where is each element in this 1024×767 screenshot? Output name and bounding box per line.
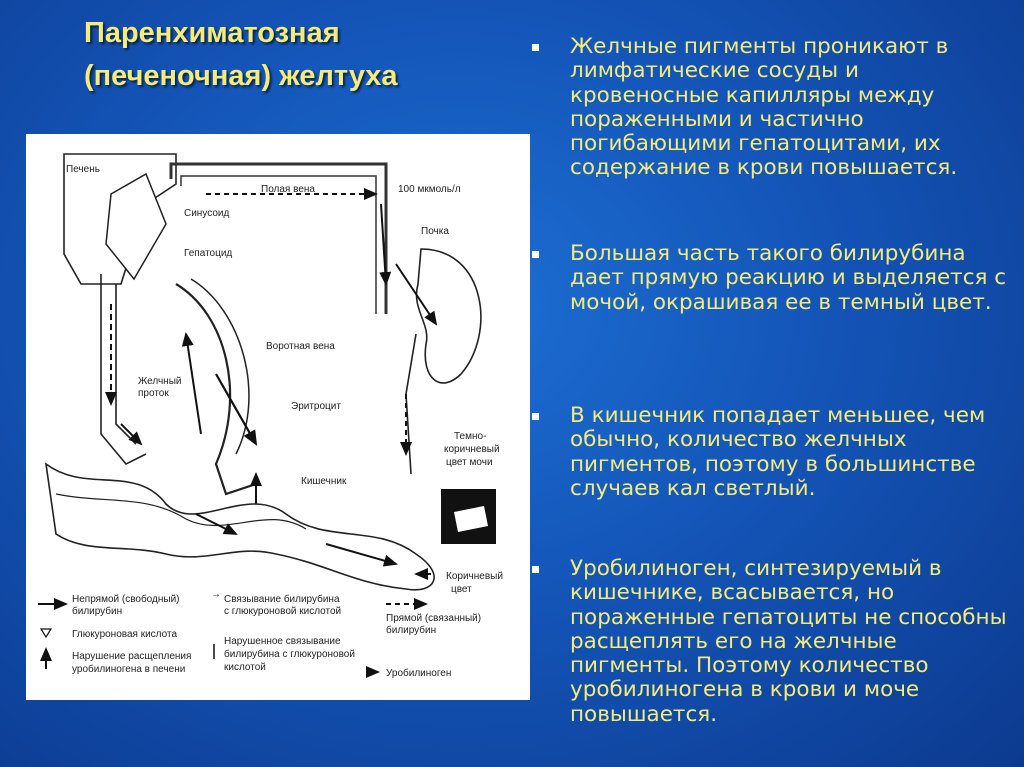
legend-indirect-2: билирубин [72,605,122,617]
bullet-marker [532,44,539,51]
bullet-text: В кишечник попадает меньшее, чем обычно,… [570,404,1010,501]
legend-binding-1: Связывание билирубина [224,593,340,605]
legend-direct-2: билирубин [386,624,436,636]
label-dark-urine-1: Темно- [454,431,486,442]
bile-duct [101,274,146,464]
bullet-item: Желчные пигменты проникают в лимфатическ… [530,35,1010,181]
diagram-svg: Печень Синусоид Гепатоцид Полая вена 100… [26,134,530,700]
bullet-marker [532,566,539,573]
legend-impaired-binding-3: кислотой [224,662,266,673]
legend-glucuronic: Глюкуроновая кислота [72,629,177,640]
bullet-marker [532,251,539,258]
legend: Непрямой (свободный) билирубин Глюкуроно… [38,589,481,679]
legend-indirect-1: Непрямой (свободный) [72,593,180,605]
bullet-item: Уробилиноген, синтезируемый в кишечнике,… [530,557,1010,727]
kidney-shape [416,249,480,383]
bullet-text: Большая часть такого билирубина дает пря… [570,242,1010,315]
legend-impaired-2: уробилиногена в печени [72,663,185,675]
label-brown-1: Коричневый [446,571,503,582]
label-dark-urine-2: коричневый [444,444,500,455]
bullet-item: Большая часть такого билирубина дает пря… [530,242,1010,315]
portal-vein [176,284,256,494]
legend-impaired-1: Нарушение расщепления [72,651,191,662]
label-hepatocyte: Гепатоцид [184,248,232,259]
label-portal-vein: Воротная вена [266,341,335,352]
legend-binding-2: с глюкуроновой кислотой [224,606,341,617]
svg-text:→: → [211,589,221,600]
legend-direct-1: Прямой (связанный) [386,613,481,624]
slide-title: Паренхиматозная (печеночная) желтуха [84,12,504,98]
bullet-marker [532,413,539,420]
label-sinusoid: Синусоид [184,208,229,219]
label-liver: Печень [66,164,100,175]
label-concentration: 100 мкмоль/л [398,184,461,195]
label-kidney: Почка [421,226,449,237]
title-line-2: (печеночная) желтуха [84,55,504,98]
legend-impaired-binding-1: Нарушенное связывание [224,636,341,647]
label-dark-urine-3: цвет мочи [446,457,493,468]
hepatocyte-shape [106,174,166,279]
label-bile-duct-1: Желчный [138,376,181,387]
title-line-1: Паренхиматозная [84,12,504,55]
jaundice-diagram: Печень Синусоид Гепатоцид Полая вена 100… [26,134,530,700]
label-vena-cava: Полая вена [261,184,315,195]
bullet-text: Желчные пигменты проникают в лимфатическ… [570,35,1010,181]
intestine-shape [46,464,434,590]
label-intestine: Кишечник [301,476,347,487]
label-brown-2: цвет [451,584,472,595]
label-bile-duct-2: проток [138,388,169,399]
bullet-item: В кишечник попадает меньшее, чем обычно,… [530,404,1010,501]
bullet-text: Уробилиноген, синтезируемый в кишечнике,… [570,557,1010,727]
legend-urobilinogen: Уробилиноген [386,667,451,679]
label-erythrocyte: Эритроцит [291,401,341,412]
legend-impaired-binding-2: билирубина с глюкуроновой [224,648,355,660]
